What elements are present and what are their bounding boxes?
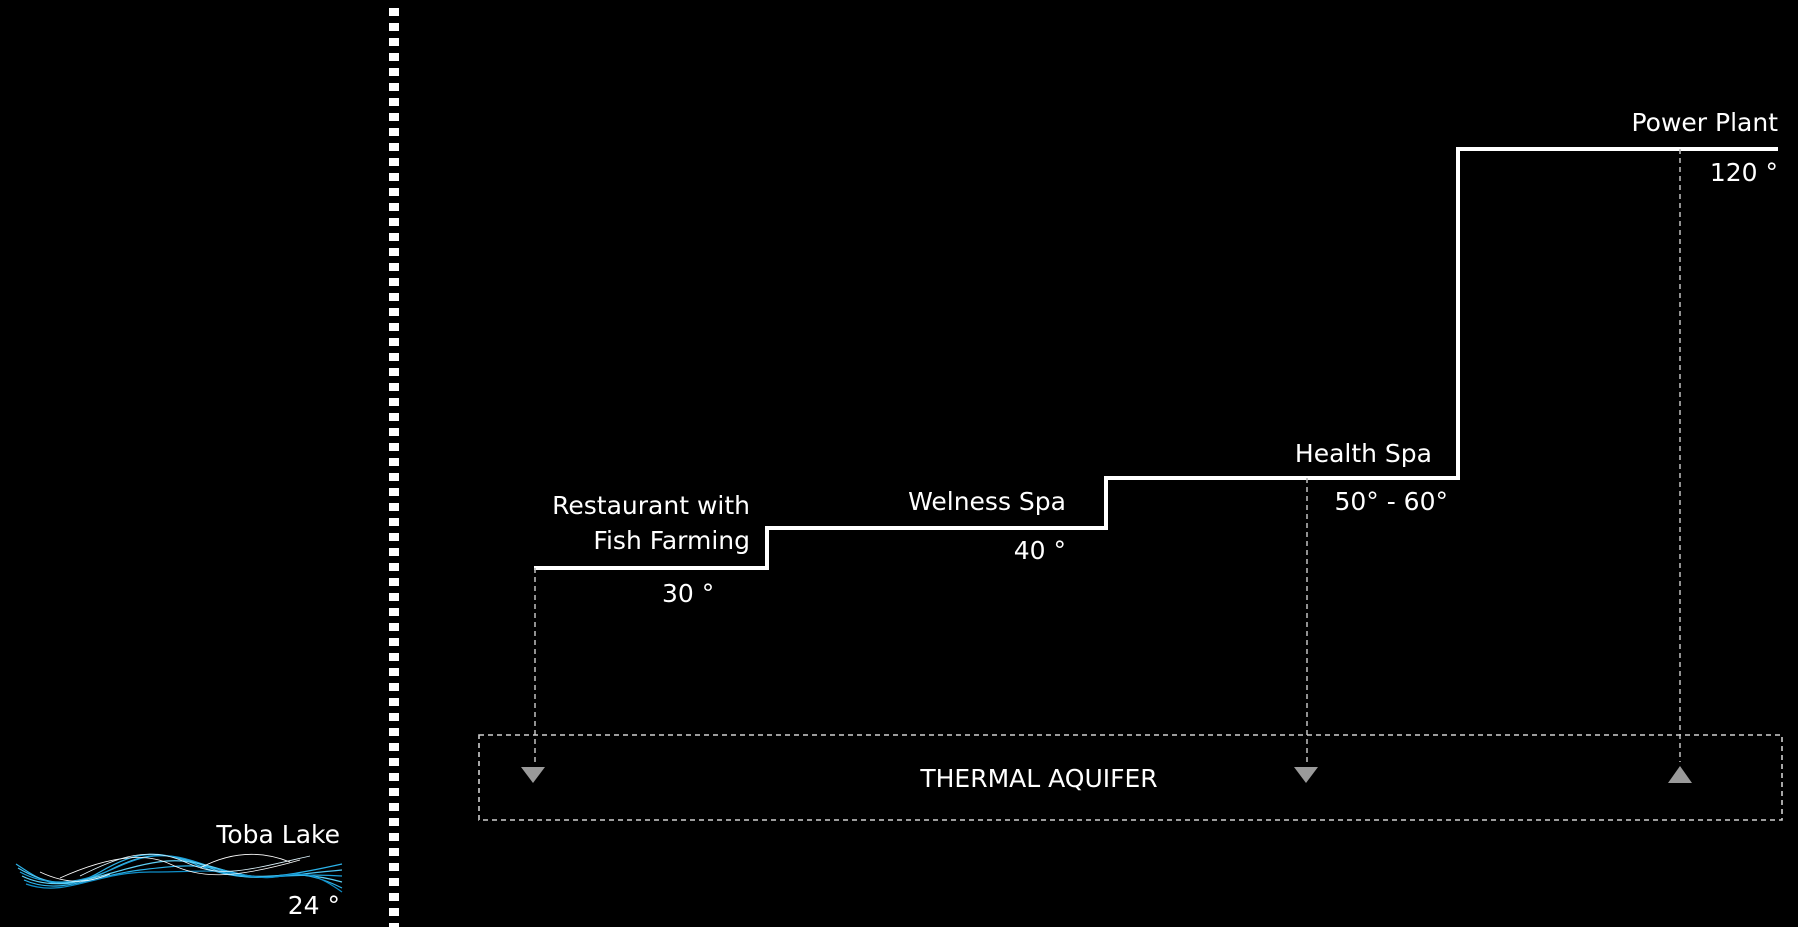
restaurant-label-line2: Fish Farming <box>593 523 750 559</box>
down-arrow-icon <box>521 767 545 783</box>
thermal-aquifer-label: THERMAL AQUIFER <box>879 761 1199 797</box>
power-plant-temperature: 120 ° <box>1710 155 1778 191</box>
up-arrow-icon <box>1668 766 1692 783</box>
welness-spa-label: Welness Spa <box>908 484 1066 520</box>
restaurant-temperature: 30 ° <box>662 576 712 612</box>
toba-lake-temperature: 24 ° <box>288 888 340 924</box>
welness-spa-temperature: 40 ° <box>1014 533 1066 569</box>
health-spa-label: Health Spa <box>1295 436 1432 472</box>
health-spa-temperature: 50° - 60° <box>1334 484 1448 520</box>
power-plant-label: Power Plant <box>1631 105 1778 141</box>
toba-lake-label: Toba Lake <box>216 817 340 853</box>
toba-lake-wave-icon <box>16 854 342 892</box>
down-arrow-icon <box>1294 767 1318 783</box>
restaurant-label-line1: Restaurant with <box>552 488 750 524</box>
